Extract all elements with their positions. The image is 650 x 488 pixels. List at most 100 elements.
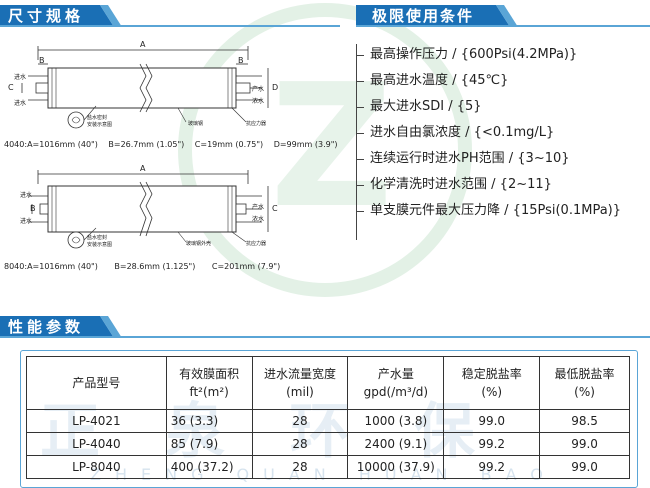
seal-icon — [67, 111, 85, 129]
limits-tick — [356, 185, 364, 186]
limit-value: {45℃} — [460, 73, 509, 88]
dim-a: A=1016mm (40") — [27, 262, 98, 271]
table-cell: 99.0 — [443, 409, 541, 433]
dim-a: A=1016mm (40") — [27, 140, 98, 149]
watermark-logo-letter: Z — [270, 48, 393, 246]
table-row: LP-8040 400 (37.2) 28 10000 (37.9) 99.2 … — [26, 455, 630, 479]
diagram4040-inlet1: 进水 — [14, 74, 27, 81]
table-row: LP-4021 36 (3.3) 28 1000 (3.8) 99.0 98.5 — [26, 409, 630, 433]
limit-value: {15Psi(0.1MPa)} — [512, 203, 622, 218]
limits-tick — [356, 133, 364, 134]
limit-row: 单支膜元件最大压力降 / {15Psi(0.1MPa)} — [370, 203, 622, 218]
diagram8040-letter-c: C — [272, 204, 278, 213]
diagram4040-concentrate: 浓水 — [252, 98, 265, 105]
dim-d: D=99mm (3.9") — [273, 140, 338, 149]
diagram8040-seal-note-1: 盐水密封 — [87, 235, 108, 241]
diagram8040-letter-a: A — [140, 164, 146, 173]
limit-value: {<0.1mg/L} — [473, 125, 555, 140]
diagram8040-inlet1: 进水 — [20, 192, 33, 199]
membrane-4040-diagram — [21, 46, 269, 129]
limit-label: 单支膜元件最大压力降 — [370, 203, 501, 218]
diagram4040-seal-note-2: 安装示意图 — [87, 122, 113, 128]
performance-header-bar — [0, 316, 650, 338]
diagram4040-dims: 4040:A=1016mm (40") B=26.7mm (1.05") C=1… — [4, 140, 338, 149]
table-header-cell: 进水流量宽度(mil) — [251, 356, 349, 410]
diagram8040-anti-telescope: 抗应力器 — [246, 241, 267, 247]
dim-c: C=19mm (0.75") — [194, 140, 264, 149]
dim-b: B=26.7mm (1.05") — [108, 140, 185, 149]
table-cell: 99.0 — [539, 432, 630, 456]
diagram8040-letter-b: B — [30, 204, 36, 213]
diagram8040-concentrate: 浓水 — [252, 216, 265, 223]
limit-row: 最高操作压力 / {600Psi(4.2MPa)} — [370, 47, 578, 62]
table-cell: 1000 (3.8) — [347, 409, 445, 433]
table-cell: LP-8040 — [26, 455, 167, 479]
table-cell: 28 — [251, 432, 349, 456]
dim-model: 8040: — [4, 262, 28, 271]
diagram4040-inlet2: 进水 — [14, 100, 27, 107]
dim-model: 4040: — [4, 140, 28, 149]
limit-label: 最高操作压力 — [370, 47, 449, 62]
membrane-8040-diagram — [28, 170, 269, 249]
limit-row: 最高进水温度 / {45℃} — [370, 73, 509, 88]
diagram4040-letter-c: C — [8, 83, 14, 92]
table-header-cell: 产品型号 — [26, 356, 167, 410]
diagram8040-fiberglass: 玻璃钢外壳 — [186, 241, 212, 247]
dim-c: C=201mm (7.9") — [211, 262, 281, 271]
table-cell: 28 — [251, 455, 349, 479]
limit-row: 化学清洗时进水范围 / {2~11} — [370, 177, 552, 192]
table-cell: 28 — [251, 409, 349, 433]
limit-row: 最大进水SDI / {5} — [370, 99, 482, 114]
limit-value: {600Psi(4.2MPa)} — [460, 47, 578, 62]
diagram4040-product: 产水 — [252, 86, 265, 93]
limit-label: 最高进水温度 — [370, 73, 449, 88]
limits-bracket-line — [356, 44, 357, 240]
table-cell: 98.5 — [539, 409, 630, 433]
table-cell: 2400 (9.1) — [347, 432, 445, 456]
table-cell: 99.2 — [443, 455, 541, 479]
table-cell: 85 (7.9) — [165, 432, 253, 456]
limit-value: {2~11} — [499, 177, 552, 192]
diagram4040-anti-telescope: 抗应力器 — [246, 121, 267, 127]
table-header-cell: 最低脱盐率(%) — [539, 356, 630, 410]
diagram4040-seal-note-1: 盐水密封 — [87, 115, 108, 121]
limit-row: 进水自由氯浓度 / {<0.1mg/L} — [370, 125, 555, 140]
diagram4040-letter-d: D — [272, 83, 279, 92]
diagram4040-letter-b-right: B — [238, 56, 244, 65]
diagram8040-dims: 8040:A=1016mm (40") B=28.6mm (1.125") C=… — [4, 262, 280, 271]
diagram8040-inlet2: 进水 — [20, 218, 33, 225]
limits-tick — [356, 81, 364, 82]
diagram8040-seal-note-2: 安装示意图 — [87, 242, 113, 248]
limit-value: {5} — [456, 99, 482, 114]
diagram8040-product: 产水 — [252, 204, 265, 211]
table-cell: LP-4040 — [26, 432, 167, 456]
limit-label: 化学清洗时进水范围 — [370, 177, 488, 192]
diagram4040-letter-b: B — [39, 56, 45, 65]
limits-title: 极限使用条件 — [372, 7, 475, 25]
limit-label: 连续运行时进水PH范围 — [370, 151, 505, 166]
table-cell: LP-4021 — [26, 409, 167, 433]
limits-header-bar — [356, 5, 650, 27]
limit-row: 连续运行时进水PH范围 / {3~10} — [370, 151, 570, 166]
limit-value: {3~10} — [517, 151, 570, 166]
limits-list: 最高操作压力 / {600Psi(4.2MPa)} 最高进水温度 / {45℃}… — [370, 42, 621, 224]
table-row: LP-4040 85 (7.9) 28 2400 (9.1) 99.2 99.0 — [26, 432, 630, 456]
table-cell: 400 (37.2) — [165, 455, 253, 479]
limits-tick — [356, 107, 364, 108]
limit-label: 最大进水SDI — [370, 99, 445, 114]
dimensions-header-bar — [0, 5, 340, 27]
table-header-cell: 稳定脱盐率(%) — [443, 356, 541, 410]
limits-tick — [356, 55, 364, 56]
table-cell: 99.0 — [539, 455, 630, 479]
performance-title: 性能参数 — [8, 318, 85, 336]
limits-tick — [356, 211, 364, 212]
dim-b: B=28.6mm (1.125") — [114, 262, 196, 271]
diagram4040-fiberglass: 玻璃钢 — [188, 121, 204, 127]
table-cell: 36 (3.3) — [165, 409, 253, 433]
dimensions-title: 尺寸规格 — [8, 7, 85, 25]
diagram4040-letter-a: A — [140, 40, 146, 49]
